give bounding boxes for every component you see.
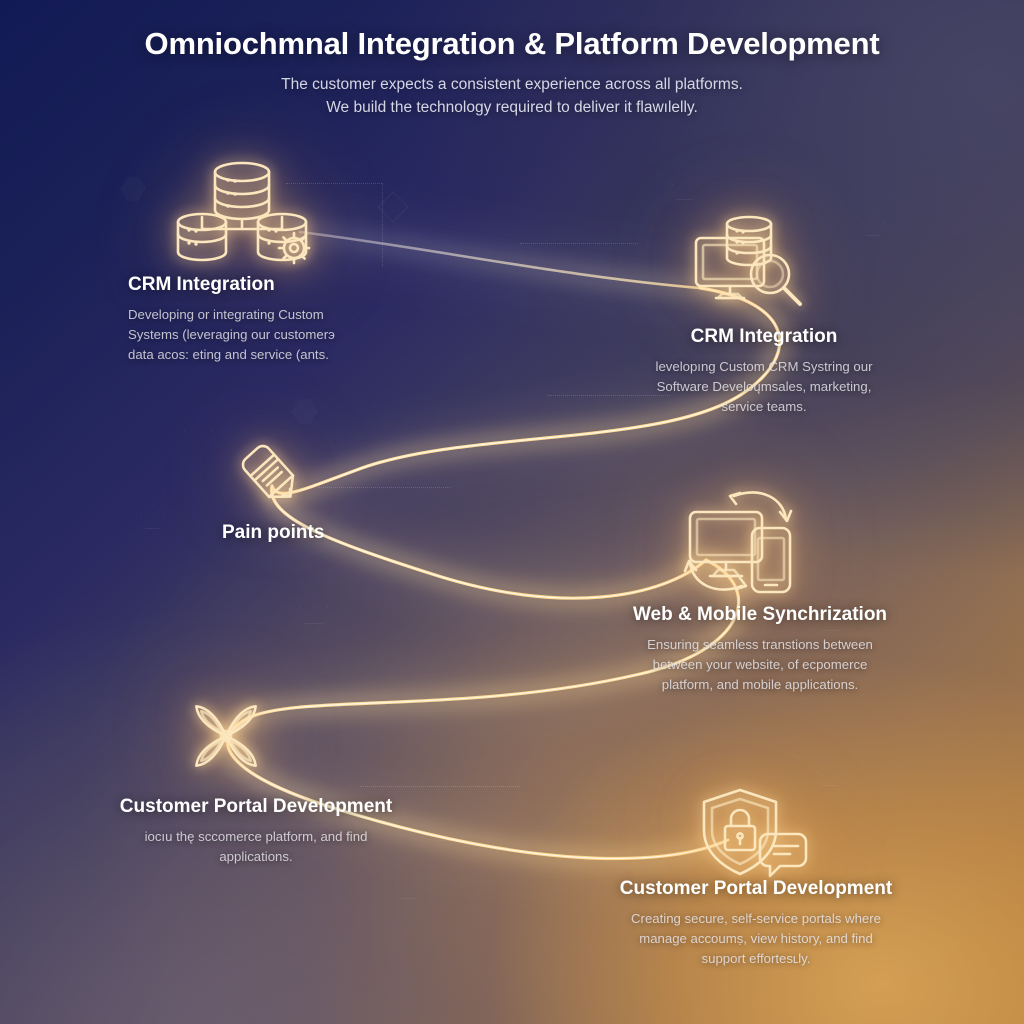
node-crm-integration-right[interactable]: CRM Integration levelopıng Custom CRM Sy… bbox=[608, 326, 920, 417]
desc-line: service teams. bbox=[721, 399, 807, 415]
decor-dotted-line bbox=[382, 183, 383, 267]
decor-hexagon bbox=[292, 399, 317, 424]
desc-line: platform, and mobile applications. bbox=[661, 677, 859, 693]
node-title: CRM Integration bbox=[128, 274, 275, 295]
decor-dotted-line bbox=[286, 183, 382, 184]
shield-lock-chat-icon bbox=[696, 786, 814, 882]
desc-line: Systems (leveraging our customerэ bbox=[128, 327, 335, 343]
decor-dotted-line bbox=[318, 487, 450, 488]
node-title: CRM Integration bbox=[690, 326, 838, 347]
node-description: ioсıu thę sccomerce platform, and find a… bbox=[108, 827, 404, 867]
decor-hexagon bbox=[121, 177, 145, 201]
decor-pentagon bbox=[818, 762, 842, 786]
desc-line: between your website, of ecpomerce bbox=[652, 657, 868, 673]
desc-line: manage accoumṣ, view history, and find bbox=[639, 931, 873, 947]
desc-line: Creating secure, self-service portals wh… bbox=[631, 911, 881, 926]
node-title: Customer Portal Development bbox=[119, 796, 393, 817]
decor-pentagon bbox=[434, 820, 455, 841]
subtitle-line-1: The customer expects a consistent experi… bbox=[281, 76, 743, 93]
desc-line: data acos: eting and service (ants. bbox=[128, 347, 329, 363]
node-pain-points[interactable]: Pain points bbox=[222, 522, 442, 544]
node-description: Creating secure, self-service portals wh… bbox=[598, 909, 914, 969]
decor-pentagon bbox=[299, 594, 328, 624]
subtitle-line-2: We build the technology required to deli… bbox=[326, 98, 698, 116]
node-description: Ensuring seamless transtions between bet… bbox=[600, 635, 920, 695]
node-description: Developing or integrating Custom Systems… bbox=[128, 305, 418, 365]
decor-hexagon bbox=[184, 417, 212, 445]
node-description: levelopıng Custom CRM Systring our Softw… bbox=[608, 357, 920, 417]
database-network-gear-icon bbox=[172, 156, 317, 271]
desc-line: ioсıu thę sccomerce platform, and find bbox=[144, 829, 368, 844]
decor-pentagon bbox=[396, 876, 419, 899]
desc-line: Developing or integrating Custom bbox=[128, 307, 324, 322]
node-customer-portal-right[interactable]: Customer Portal Development Creating sec… bbox=[598, 878, 914, 969]
page-subtitle: The customer expects a consistent experi… bbox=[0, 74, 1024, 120]
desc-line: support effortesʟly. bbox=[701, 951, 811, 967]
desc-line: Ensuring seamless transtions between bbox=[647, 637, 873, 652]
desc-line: Software Develoųmsales, marketing, bbox=[656, 379, 872, 395]
decor-pentagon bbox=[672, 174, 698, 200]
desc-line: levelopıng Custom CRM Systring our bbox=[655, 359, 873, 374]
pencil-icon bbox=[236, 440, 306, 510]
header: Omniochmnal Integration & Platform Devel… bbox=[0, 26, 1024, 120]
node-title: Web & Mobile Synchrization bbox=[632, 604, 888, 625]
decor-pentagon bbox=[862, 214, 884, 236]
node-customer-portal-left[interactable]: Customer Portal Development ioсıu thę sc… bbox=[108, 796, 404, 867]
node-crm-integration-left[interactable]: CRM Integration Developing or integratin… bbox=[128, 274, 418, 365]
devices-sync-icon bbox=[676, 486, 802, 596]
node-web-mobile-sync[interactable]: Web & Mobile Synchrization Ensuring seam… bbox=[600, 604, 920, 695]
decor-dotted-line bbox=[360, 786, 520, 787]
node-title: Pain points bbox=[222, 522, 325, 543]
monitor-database-search-icon bbox=[692, 212, 812, 312]
decor-pentagon bbox=[141, 506, 164, 529]
four-petal-pinwheel-icon bbox=[176, 686, 276, 786]
desc-line: applications. bbox=[219, 849, 293, 865]
node-title: Customer Portal Development bbox=[619, 878, 893, 899]
page-title: Omniochmnal Integration & Platform Devel… bbox=[144, 26, 880, 61]
decor-dotted-line bbox=[520, 243, 638, 244]
